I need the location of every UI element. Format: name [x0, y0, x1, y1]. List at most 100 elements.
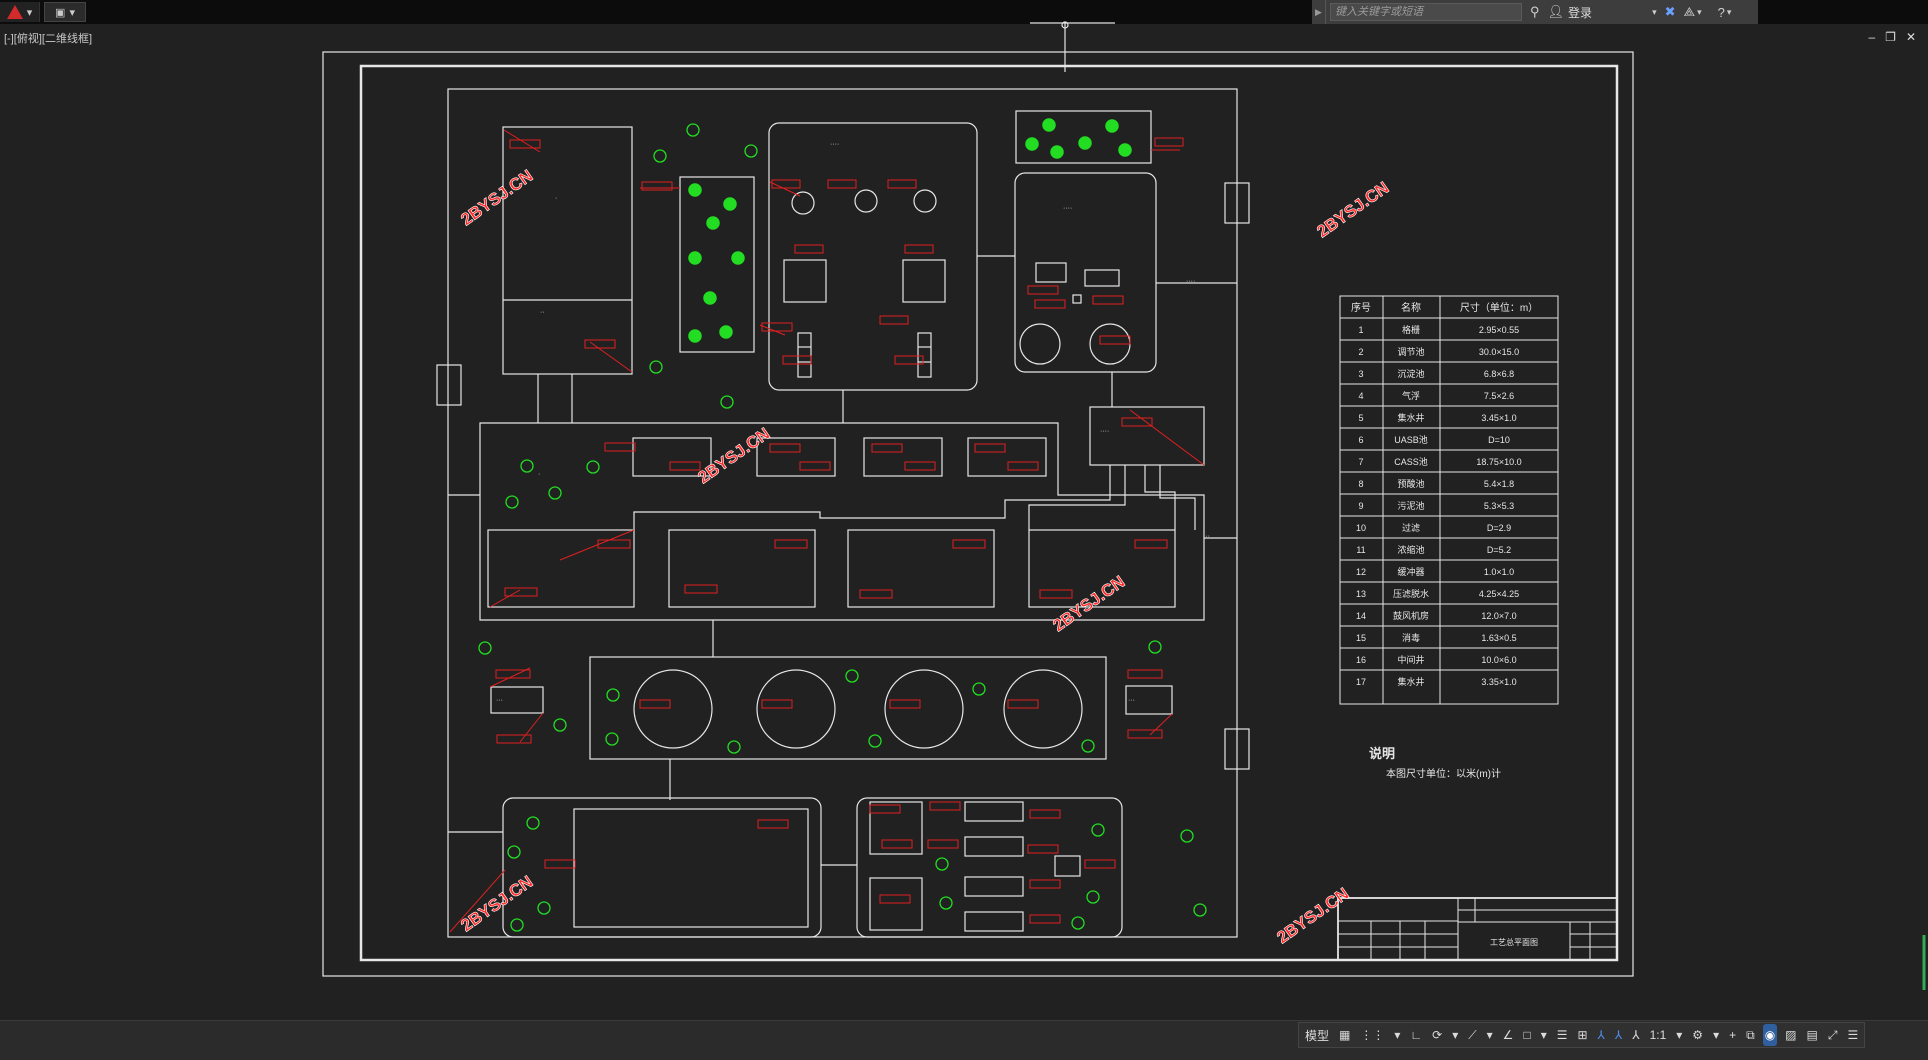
legend-header-cell: 序号 [1351, 301, 1371, 314]
dropdown-arrow-icon[interactable]: ▾ [1652, 6, 1657, 17]
autodesk-a360-icon[interactable]: ⟁ [1683, 4, 1696, 19]
notes-text: 本图尺寸单位：以米(m)计 [1386, 767, 1501, 780]
dropdown-arrow-icon[interactable]: ▾ [1676, 1028, 1683, 1042]
customization-menu-icon[interactable]: ☰ [1847, 1028, 1859, 1042]
legend-cell: 2 [1358, 347, 1363, 357]
legend-cell: 5.3×5.3 [1484, 501, 1514, 511]
legend-header-cell: 尺寸（单位：m） [1460, 301, 1538, 314]
lineweight-icon[interactable]: ☰ [1556, 1028, 1568, 1042]
workspace-icon: ▣ [55, 6, 66, 19]
minimize-icon[interactable]: – [1868, 30, 1876, 44]
dropdown-arrow-icon[interactable]: ▾ [1540, 1028, 1547, 1042]
notes-title: 说明 [1369, 746, 1395, 761]
transparency-icon[interactable]: ⊞ [1577, 1028, 1588, 1042]
watermarks: 2BYSJ.CN 2BYSJ.CN 2BYSJ.CN 2BYSJ.CN 2BYS… [457, 166, 1393, 948]
svg-text:··: ·· [540, 309, 545, 316]
legend-cell: 格栅 [1402, 324, 1420, 335]
legend-cell: 5 [1358, 413, 1363, 423]
legend-cell: 1.0×1.0 [1484, 567, 1514, 577]
clean-screen-icon[interactable]: ▨ [1785, 1028, 1797, 1042]
help-icon[interactable]: ? [1717, 4, 1725, 20]
watermark-text: 2BYSJ.CN [1049, 572, 1128, 635]
quick-properties-icon[interactable]: ▤ [1806, 1028, 1818, 1042]
isodraft-icon[interactable]: ⟋ [1468, 1027, 1477, 1042]
dropdown-arrow-icon[interactable]: ▾ [1452, 1028, 1459, 1042]
legend-cell: 缓冲器 [1397, 566, 1424, 577]
workspace-gear-icon[interactable]: ⚙ [1692, 1028, 1704, 1042]
annotation-scale-icon[interactable]: ⅄ [1632, 1028, 1640, 1042]
legend-cell: D=10 [1488, 435, 1510, 445]
legend-cell: 浓缩池 [1397, 544, 1424, 555]
binoculars-icon[interactable]: ⚲ [1530, 4, 1540, 19]
legend-cell: 4 [1358, 391, 1363, 401]
legend-cell: 10 [1356, 523, 1366, 533]
viewport-controls[interactable]: [-][俯视][二维线框] [4, 33, 92, 45]
site-boundary [447, 88, 1238, 938]
auto-scale-icon[interactable]: ⅄ [1614, 1028, 1623, 1042]
process-block-right [1014, 172, 1157, 373]
legend-cell: 3.35×1.0 [1481, 677, 1516, 687]
building-top-left [502, 126, 633, 375]
annotation-visibility-icon[interactable]: ⅄ [1597, 1028, 1605, 1042]
annotation-scale-value[interactable]: 1:1 [1649, 1028, 1667, 1042]
quick-access-toolbar[interactable]: ▣ ▾ [44, 2, 86, 22]
svg-text:····: ···· [1100, 428, 1109, 435]
title-block-name: 工艺总平面图 [1490, 937, 1538, 947]
grid-icon[interactable]: ▦ [1339, 1028, 1351, 1042]
hardware-acceleration-icon[interactable]: ◉ [1762, 1024, 1778, 1046]
svg-text:····: ···· [1186, 278, 1195, 285]
drawing-window-controls: – ❐ ✕ [1868, 30, 1916, 44]
svg-text:···: ··· [496, 697, 503, 704]
legend-cell: 集水井 [1397, 412, 1424, 423]
object-snap-tracking-icon[interactable]: ∠ [1502, 1028, 1514, 1042]
svg-text:···: ··· [1128, 697, 1135, 704]
model-tab[interactable]: 模型 [1305, 1028, 1330, 1043]
dropdown-arrow-icon[interactable]: ▾ [1394, 1028, 1401, 1042]
sludge-block [502, 797, 822, 938]
legend-cell: 13 [1356, 589, 1366, 599]
snap-icon[interactable]: ⋮⋮ [1360, 1028, 1385, 1042]
dropdown-arrow-icon[interactable]: ▾ [1726, 6, 1732, 17]
legend-cell: 16 [1356, 655, 1366, 665]
drawing-canvas[interactable]: · ·· ···· ···· ···· · ···· ··· ··· ··· [0, 0, 1928, 1020]
dropdown-arrow-icon: ▾ [26, 6, 33, 19]
legend-header-cell: 名称 [1401, 301, 1421, 314]
legend-cell: 6.8×6.8 [1484, 369, 1514, 379]
dropdown-arrow-icon[interactable]: ▾ [1486, 1028, 1493, 1042]
plus-icon[interactable]: + [1729, 1028, 1737, 1042]
legend-cell: 过滤 [1402, 522, 1420, 533]
login-button[interactable]: 登录 [1568, 5, 1593, 20]
ortho-icon[interactable]: ∟ [1410, 1028, 1423, 1042]
svg-text:·: · [555, 195, 557, 202]
polar-tracking-icon[interactable]: ⟳ [1432, 1028, 1443, 1042]
autocad-logo-icon [6, 5, 23, 19]
close-icon[interactable]: ✕ [1905, 30, 1916, 44]
legend-cell: 集水井 [1397, 676, 1424, 687]
dropdown-arrow-icon: ▾ [69, 6, 75, 19]
legend-cell: UASB池 [1394, 434, 1428, 445]
tree-icon [688, 118, 1132, 343]
legend-cell: 10.0×6.0 [1481, 655, 1516, 665]
title-block [1337, 897, 1618, 961]
isolate-objects-icon[interactable]: ⧉ [1746, 1027, 1755, 1042]
object-snap-icon[interactable]: □ [1523, 1028, 1531, 1042]
legend-cell: 沉淀池 [1397, 368, 1424, 379]
watermark-text: 2BYSJ.CN [694, 424, 773, 487]
svg-text:···: ··· [1203, 533, 1210, 540]
legend-cell: 1.63×0.5 [1481, 633, 1516, 643]
search-input[interactable] [1330, 3, 1522, 21]
fullscreen-icon[interactable]: ⤢ [1827, 1027, 1838, 1042]
application-menu-button[interactable]: ▾ [0, 2, 40, 22]
legend-cell: 鼓风机房 [1393, 610, 1429, 621]
uasb-block [589, 656, 1107, 760]
dropdown-arrow-icon[interactable]: ▾ [1697, 6, 1702, 17]
dropdown-arrow-icon[interactable]: ▾ [1713, 1028, 1720, 1042]
legend-table [1339, 295, 1559, 705]
greenery-strip [679, 176, 755, 353]
exchange-icon[interactable]: ✖ [1664, 4, 1676, 19]
legend-cell: 12 [1356, 567, 1366, 577]
restore-icon[interactable]: ❐ [1885, 30, 1896, 44]
search-expand-icon[interactable]: ▶ [1312, 0, 1326, 24]
